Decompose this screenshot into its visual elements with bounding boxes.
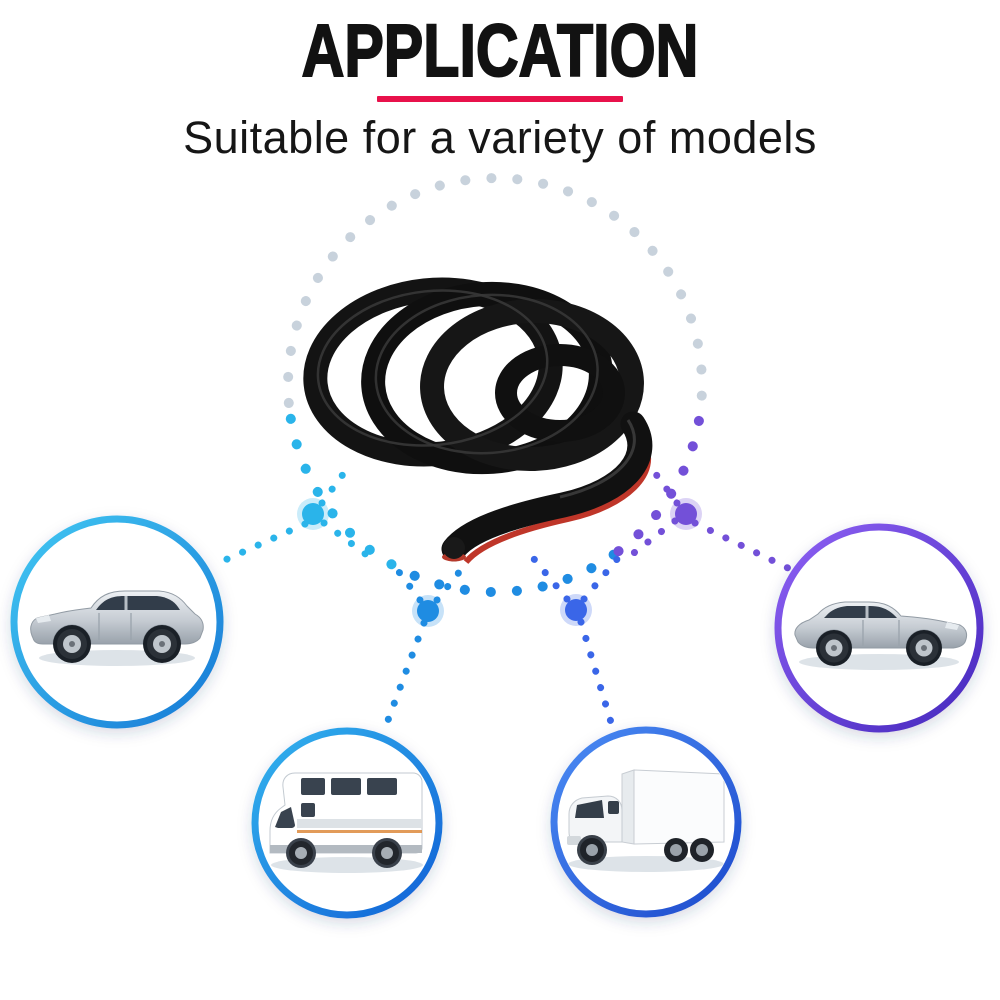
rv-window: [301, 778, 325, 795]
truck-windshield: [575, 800, 604, 818]
rv-skirt: [270, 845, 422, 853]
rv-door-window: [301, 803, 315, 817]
suv-car-icon: [30, 590, 204, 666]
wheel-hub: [831, 645, 837, 651]
sedan-windows: [824, 606, 897, 618]
connector-node: [302, 503, 324, 525]
seal-strip-highlight: [559, 419, 636, 499]
wheel-hub: [69, 641, 75, 647]
ring-arc-blue: [386, 549, 619, 598]
wheel-hub: [159, 641, 165, 647]
box-truck-icon: [567, 769, 725, 872]
wheel-rim: [295, 847, 307, 859]
connector-line-suv: [210, 520, 309, 569]
connector-ray: [320, 519, 372, 560]
connector-node: [417, 600, 439, 622]
adhesive-stripe: [463, 442, 652, 565]
sedan-car-icon: [794, 601, 968, 670]
connector-line-truck: [577, 618, 617, 733]
rv-stripe: [297, 819, 422, 828]
suv-headlight: [36, 615, 51, 623]
seal-strip-highlight: [316, 289, 549, 447]
vehicle-shadow: [568, 856, 724, 872]
rv-window: [331, 778, 361, 795]
wheel-rim: [381, 847, 393, 859]
vehicle-badge-suv: [10, 515, 224, 729]
truck-side-window: [608, 801, 619, 814]
seal-strip-highlight: [374, 293, 599, 455]
connector-ray: [530, 555, 571, 603]
header: APPLICATION Suitable for a variety of mo…: [0, 9, 1000, 164]
wheel-rim: [586, 844, 598, 856]
connector-rv: [380, 556, 472, 735]
dotted-ring: [283, 173, 708, 598]
product-seal-strip-image: [303, 277, 653, 565]
wheel-rim: [670, 844, 682, 856]
rv-windshield: [275, 807, 295, 828]
seal-strip-end: [443, 537, 465, 559]
rv-accent-stripe: [297, 830, 422, 833]
connector-ray: [318, 458, 356, 507]
page-title: APPLICATION: [301, 9, 699, 92]
ring-arc-cyan: [283, 398, 397, 570]
wheel-rim: [696, 844, 708, 856]
title-underline: [377, 95, 623, 102]
seal-strip-loop: [420, 298, 644, 472]
truck-box-front: [621, 769, 635, 845]
vehicle-badge-sedan: [774, 523, 984, 733]
ring-arc-purple: [608, 415, 704, 560]
vehicle-badge-rv: [251, 727, 443, 919]
seal-strip-tail: [441, 411, 653, 562]
ring-arc-top: [283, 173, 708, 426]
connector-line-rv: [380, 619, 428, 735]
sedan-headlight: [945, 622, 959, 630]
rv-window: [367, 778, 397, 795]
truck-bumper: [567, 836, 581, 845]
rv-motorhome-icon: [269, 772, 423, 873]
page-subtitle: Suitable for a variety of models: [183, 111, 817, 163]
connector-suv: [210, 458, 372, 569]
connector-sedan: [626, 458, 794, 573]
truck-box-side: [633, 769, 725, 845]
suv-windows: [96, 596, 180, 610]
connector-node: [565, 599, 587, 621]
connector-truck: [530, 554, 622, 733]
wheel-hub: [921, 645, 927, 651]
connector-line-sedan: [691, 519, 794, 573]
connector-node: [675, 503, 697, 525]
vehicle-badge-truck: [550, 726, 742, 918]
